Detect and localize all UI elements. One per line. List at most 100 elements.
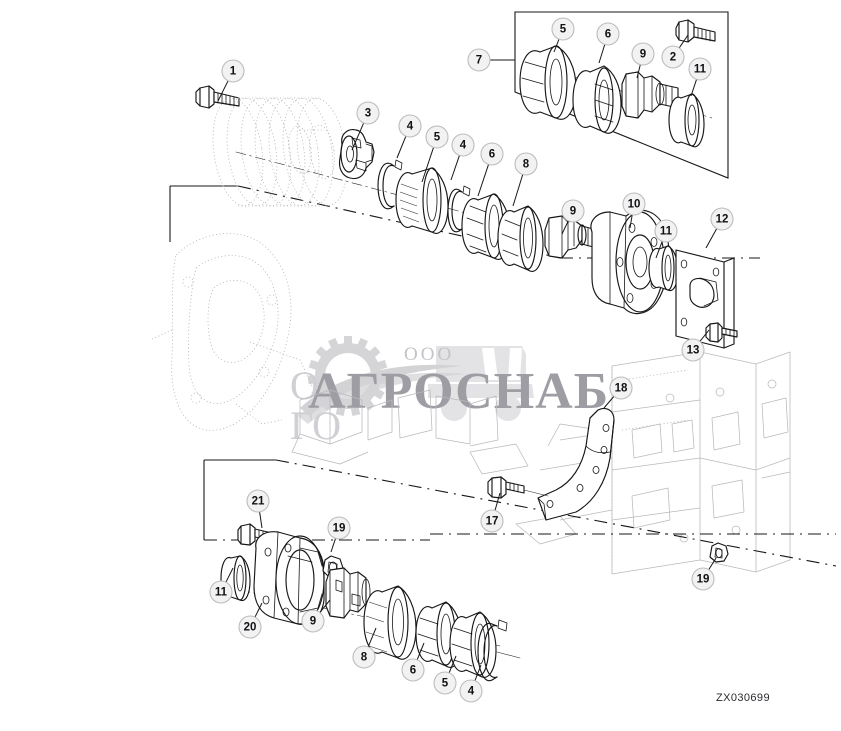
callout-4: 4 — [459, 664, 483, 703]
callout-number: 7 — [476, 55, 482, 67]
callout-leader — [416, 642, 425, 661]
callout-leader — [225, 567, 234, 583]
callout-number: 5 — [560, 24, 567, 36]
callout-bubble — [691, 567, 715, 591]
callout-leader — [319, 599, 331, 613]
callout-number: 2 — [670, 52, 676, 64]
callout-leader — [636, 64, 641, 79]
part-5a-bearing — [395, 167, 449, 234]
callout-number: 12 — [716, 214, 729, 226]
callout-leader — [655, 241, 663, 259]
callout-6: 6 — [401, 642, 425, 682]
callout-11: 11 — [688, 57, 712, 97]
callout-leader — [705, 228, 718, 249]
callout-bubble — [551, 17, 575, 41]
callout-bubble — [246, 489, 270, 513]
callout-4: 4 — [450, 133, 475, 181]
callout-6: 6 — [477, 142, 504, 197]
callout-leader — [678, 34, 689, 49]
callout-9: 9 — [301, 599, 331, 633]
callout-bubble — [654, 219, 678, 243]
callout-number: 8 — [361, 652, 368, 664]
callout-leader — [367, 627, 377, 648]
callout-number: 17 — [486, 516, 499, 528]
lower-assembly — [220, 523, 521, 682]
callout-leader — [699, 329, 710, 342]
callout-18: 18 — [603, 376, 633, 409]
callout-leader — [259, 511, 263, 529]
callout-bubble — [327, 516, 351, 540]
callout-leader — [603, 396, 615, 409]
callout-number: 21 — [252, 496, 265, 508]
callout-bubble — [451, 133, 475, 157]
part-19b-nut — [709, 542, 729, 563]
callout-number: 1 — [230, 66, 237, 78]
part-10-hub — [590, 209, 670, 315]
callout-number: 5 — [442, 678, 449, 690]
callout-number: 4 — [468, 686, 475, 698]
callout-number: 6 — [489, 149, 495, 161]
callout-11: 11 — [209, 567, 234, 604]
callout-bubble — [514, 152, 538, 176]
callout-number: 20 — [244, 622, 257, 634]
part-8b-bearing — [363, 585, 417, 660]
callout-9: 9 — [631, 42, 655, 79]
callout-20: 20 — [238, 602, 263, 639]
part-13-bolt — [705, 322, 738, 343]
callout-leader — [330, 538, 336, 553]
callout-bubble — [681, 338, 705, 362]
callout-1: 1 — [217, 59, 245, 102]
callout-bubble — [356, 101, 380, 125]
callout-number: 3 — [365, 108, 371, 120]
part-2-hex-bolt — [675, 19, 716, 43]
callout-bubble — [238, 615, 262, 639]
callout-5: 5 — [421, 125, 449, 183]
callout-bubble — [561, 199, 585, 223]
callout-number: 6 — [605, 29, 611, 41]
callout-leader — [629, 214, 633, 229]
part-18-support-bracket — [537, 407, 615, 521]
callout-leader — [494, 492, 501, 511]
callout-bubble — [301, 609, 325, 633]
callout-leader — [561, 220, 569, 235]
callout-bubble — [596, 22, 620, 46]
callout-number: 4 — [460, 140, 467, 152]
callout-bubble — [221, 59, 245, 83]
callout-12: 12 — [705, 207, 734, 249]
part-3-yoke — [338, 129, 375, 180]
part-5b-bearing-inset — [519, 45, 577, 120]
callout-leader — [708, 557, 717, 570]
callout-number: 6 — [410, 665, 416, 677]
callout-bubble — [631, 42, 655, 66]
part-9c-joint — [325, 567, 371, 619]
callout-bubble — [688, 57, 712, 81]
callout-21: 21 — [246, 489, 270, 529]
callout-leader — [598, 44, 606, 64]
callout-leader — [396, 136, 407, 159]
part-17-bolt — [487, 476, 549, 499]
callout-leader — [254, 602, 263, 618]
callout-leader — [553, 39, 560, 53]
callout-4: 4 — [396, 114, 422, 159]
callout-number: 9 — [640, 49, 646, 61]
callout-number: 9 — [310, 616, 316, 628]
phantom-axle-housing — [149, 233, 313, 431]
callout-bubble — [622, 192, 646, 216]
callout-bubble — [352, 645, 376, 669]
callout-bubble — [609, 376, 633, 400]
callout-bubble — [661, 45, 685, 69]
callout-number: 11 — [660, 226, 673, 238]
callout-number: 18 — [615, 383, 628, 395]
callout-5: 5 — [433, 655, 457, 695]
part-20-hub-housing — [253, 531, 325, 625]
callout-number: 5 — [434, 132, 441, 144]
callout-11: 11 — [654, 219, 678, 259]
callout-6: 6 — [596, 22, 620, 64]
callout-13: 13 — [681, 329, 710, 362]
callout-bubble — [459, 679, 483, 703]
callout-leader — [448, 655, 457, 674]
callout-number: 13 — [687, 345, 700, 357]
